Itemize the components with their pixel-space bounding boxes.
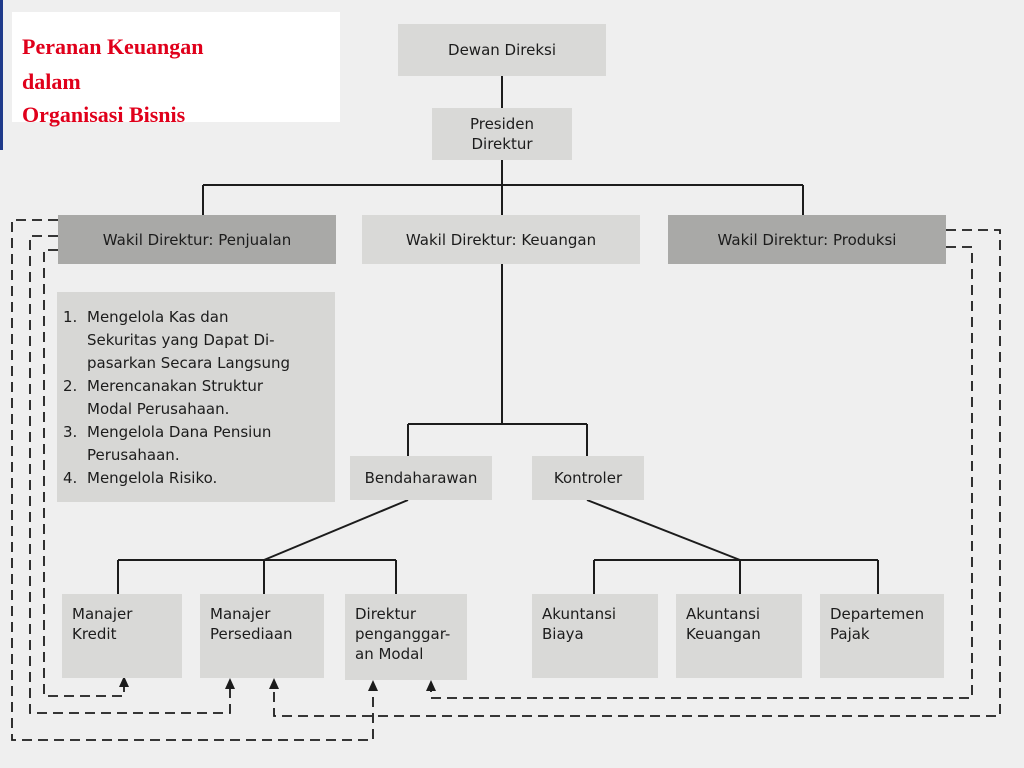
title-panel: Peranan Keuangan dalam Organisasi Bisnis: [12, 12, 340, 127]
finance-duties-panel: 1. Mengelola Kas dan Sekuritas yang Dapa…: [57, 292, 335, 502]
arrowhead-capital-b: [426, 680, 436, 691]
duty-number: 1.: [63, 308, 78, 326]
box-capital-budgeting-director: Direktur penganggar- an Modal: [345, 594, 467, 680]
slide-edge-accent: [0, 0, 3, 150]
dashed-production-to-capital: [430, 246, 973, 699]
duty-item: 1. Mengelola Kas dan Sekuritas yang Dapa…: [63, 306, 335, 375]
duty-item: 3. Mengelola Dana Pensiun Perusahaan.: [63, 421, 335, 467]
dashed-sales-to-capital: [11, 219, 374, 741]
box-cost-accounting: Akuntansi Biaya: [532, 594, 658, 678]
duty-number: 3.: [63, 423, 78, 441]
box-tax-department: Departemen Pajak: [820, 594, 944, 678]
duty-text: Mengelola Risiko.: [87, 469, 218, 487]
arrowhead-inventory-a: [225, 678, 235, 689]
finance-duties-list: 1. Mengelola Kas dan Sekuritas yang Dapa…: [63, 306, 335, 490]
duty-text: Merencanakan Struktur Modal Perusahaan.: [87, 377, 264, 418]
connector-controller-diag: [586, 499, 741, 561]
box-vp-finance: Wakil Direktur: Keuangan: [362, 215, 640, 264]
slide-title-line-3: Organisasi Bisnis: [22, 102, 186, 127]
box-controller: Kontroler: [532, 456, 644, 500]
dashed-sales-to-inventory: [29, 235, 231, 714]
box-board-of-directors: Dewan Direksi: [398, 24, 606, 76]
connector-treasurer-diag: [263, 499, 409, 561]
box-president-director: Presiden Direktur: [432, 108, 572, 160]
dashed-production-to-inventory: [273, 229, 1001, 717]
duty-number: 2.: [63, 377, 78, 395]
slide-title-line-1: Peranan Keuangan: [22, 34, 204, 59]
duty-item: 2. Merencanakan Struktur Modal Perusahaa…: [63, 375, 335, 421]
duty-item: 4. Mengelola Risiko.: [63, 467, 335, 490]
box-inventory-manager: Manajer Persediaan: [200, 594, 324, 678]
dashed-sales-to-credit: [43, 249, 125, 697]
arrowhead-inventory-b: [269, 678, 279, 689]
box-vp-sales: Wakil Direktur: Penjualan: [58, 215, 336, 264]
arrowhead-capital-a: [368, 680, 378, 691]
box-financial-accounting: Akuntansi Keuangan: [676, 594, 802, 678]
slide-title-line-2: dalam: [22, 69, 81, 94]
box-treasurer: Bendaharawan: [350, 456, 492, 500]
arrowhead-credit: [119, 676, 129, 687]
duty-number: 4.: [63, 469, 78, 487]
duty-text: Mengelola Kas dan Sekuritas yang Dapat D…: [87, 308, 291, 372]
box-credit-manager: Manajer Kredit: [62, 594, 182, 678]
box-vp-production: Wakil Direktur: Produksi: [668, 215, 946, 264]
duty-text: Mengelola Dana Pensiun Perusahaan.: [87, 423, 272, 464]
